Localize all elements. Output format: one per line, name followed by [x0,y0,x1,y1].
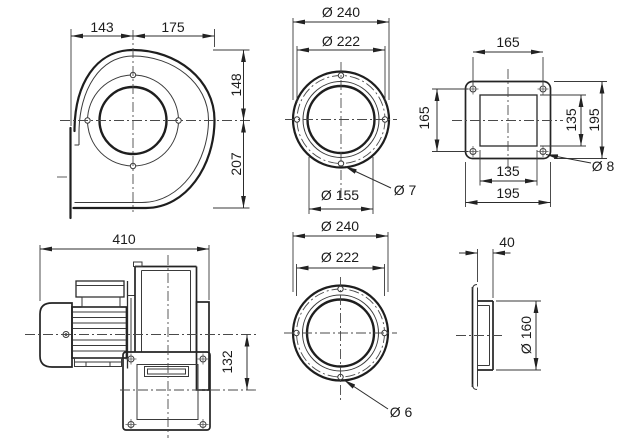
dim-spigot-depth: 40 [499,234,515,250]
view-motor-side [25,245,256,438]
dim-scroll-height-bottom: 207 [228,152,244,176]
view-scroll-side [57,29,252,220]
dim-inlet-bottom-hole: Ø 6 [389,404,413,420]
dim-inlet-top-bolt: Ø 222 [321,33,361,49]
view-inlet-flange-top [285,18,397,214]
discharge-flange-holes [125,353,209,430]
dim-overall-length: 410 [112,231,136,247]
dim-flange-opening-w: 135 [496,163,520,179]
dim-flange-outer-w: 195 [496,185,520,201]
dim-inlet-top-bore: Ø 155 [320,187,360,203]
dim-axis-height: 132 [219,350,235,374]
dim-inlet-bottom-bolt: Ø 222 [320,249,360,265]
dim-scroll-width-left: 143 [90,19,114,35]
dim-flange-hole-span-v: 165 [416,106,432,130]
dim-scroll-width-right: 175 [161,19,185,35]
dim-inlet-bottom-outer: Ø 240 [320,218,360,234]
dim-scroll-height-top: 148 [228,73,244,97]
dim-flange-opening-h: 135 [563,108,579,132]
dim-inlet-top-outer: Ø 240 [321,4,361,20]
view-inlet-flange-bottom [284,232,397,410]
dim-flange-hole-span-h: 165 [496,34,520,50]
dim-flange-outer-h: 195 [586,108,602,132]
flange-bolt-holes [467,83,549,157]
dim-spigot-diameter: Ø 160 [518,315,534,355]
dim-inlet-top-hole: Ø 7 [393,182,417,198]
view-spigot-side [456,249,541,390]
dim-flange-hole: Ø 8 [591,158,615,174]
view-discharge-flange [432,49,607,207]
